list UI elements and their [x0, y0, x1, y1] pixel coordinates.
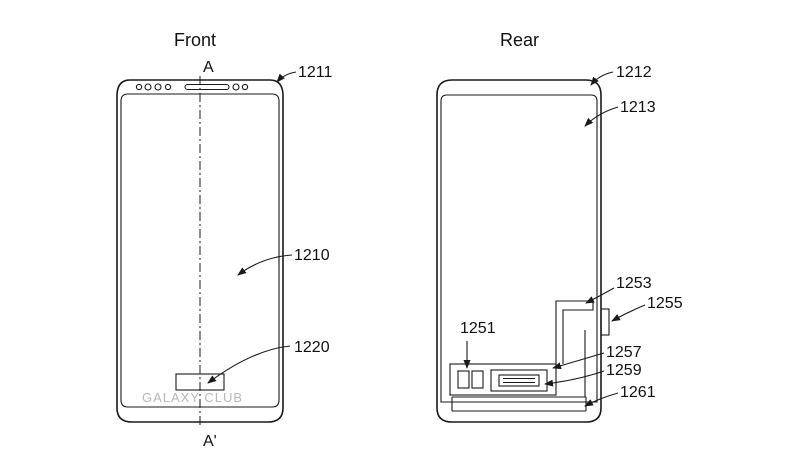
rear-view: Rear 1212 1213 1253 1255: [436, 30, 683, 423]
sensor-module-inner: [498, 374, 540, 387]
rear-cover: [440, 94, 598, 403]
section-label-bottom: A': [203, 433, 217, 450]
flex-connector: [555, 300, 594, 364]
ref-1255: 1255: [647, 295, 683, 312]
leader-1253: [585, 287, 615, 304]
circuit-board: [449, 363, 557, 396]
ref-1261: 1261: [620, 384, 656, 401]
sensor-dot-icon: [154, 83, 162, 91]
ref-1251: 1251: [460, 320, 496, 337]
front-camera-icon: [241, 83, 249, 91]
component-left: [457, 370, 470, 389]
leader-1255: [611, 304, 646, 322]
ref-1213: 1213: [620, 99, 656, 116]
side-button: [600, 308, 610, 336]
section-label-top: A: [203, 59, 214, 76]
front-top-bezel: [135, 83, 249, 91]
leader-1212: [590, 71, 614, 86]
sensor-dot-icon: [135, 83, 143, 91]
fingerprint-sensor: [175, 373, 225, 391]
ref-1211: 1211: [298, 64, 333, 81]
front-heading: Front: [174, 30, 216, 50]
ref-1220: 1220: [294, 339, 330, 356]
front-display: [120, 93, 280, 408]
leader-1211: [276, 71, 297, 83]
leader-1259: [544, 370, 605, 387]
rear-heading: Rear: [500, 30, 539, 50]
earpiece-slot: [184, 83, 230, 91]
ref-1253: 1253: [616, 275, 652, 292]
component-right: [471, 370, 484, 389]
ref-1210: 1210: [294, 247, 330, 264]
watermark: GALAXY CLUB: [142, 390, 243, 405]
rear-phone-body: [436, 79, 602, 423]
ref-1212: 1212: [616, 64, 652, 81]
leader-1261: [584, 392, 619, 407]
sensor-dot-icon: [164, 83, 172, 91]
leader-1210: [237, 254, 293, 276]
front-view: Front A A' 1211 1210 1220: [116, 30, 333, 450]
ref-1259: 1259: [606, 362, 642, 379]
leader-1257: [552, 352, 605, 370]
sensor-dot-icon: [144, 83, 152, 91]
leader-1213: [584, 106, 619, 127]
ref-1257: 1257: [606, 344, 642, 361]
front-phone-body: [116, 79, 284, 423]
leader-1220: [207, 345, 291, 384]
front-camera-icon: [232, 83, 240, 91]
